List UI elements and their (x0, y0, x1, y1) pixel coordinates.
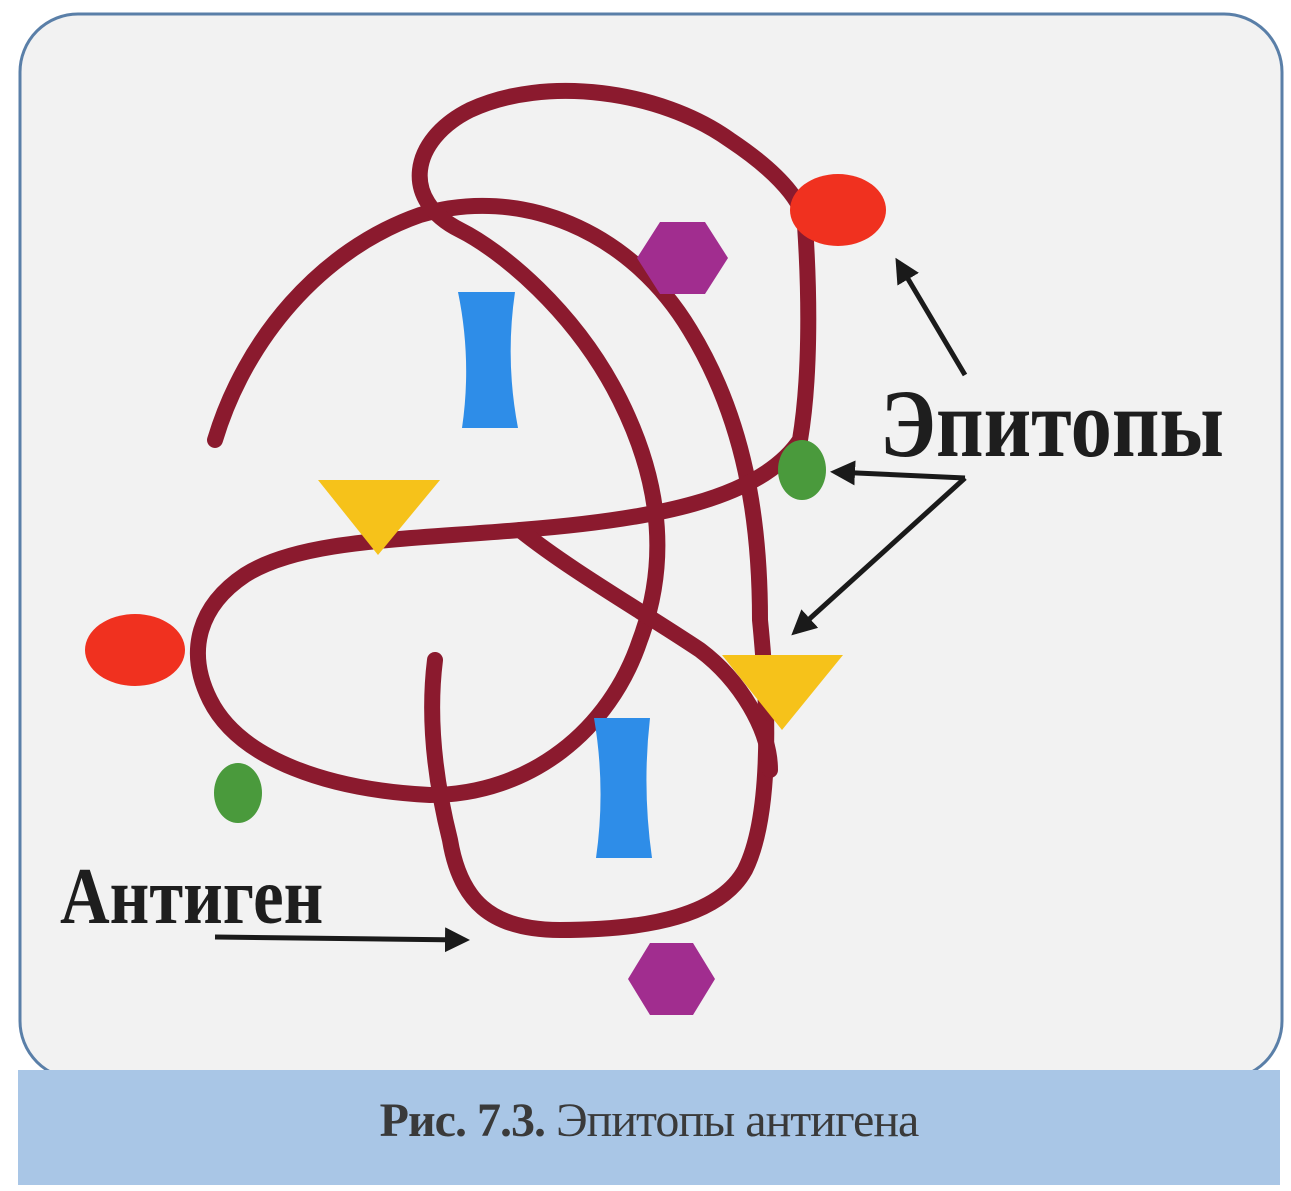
label-antigen: Антиген (60, 853, 324, 941)
epitope-triangle-top (318, 480, 440, 555)
arrow-to-triangle-epitope (791, 476, 967, 636)
epitope-green-left (214, 763, 262, 823)
antigen-chain-cross (512, 522, 778, 778)
epitope-blue-bottom (594, 718, 652, 858)
figure-caption: Рис. 7.3. Эпитопы антигена (18, 1093, 1280, 1148)
epitope-red-left (85, 614, 185, 686)
epitope-blue-top (458, 292, 518, 428)
epitope-red-top (790, 174, 886, 246)
arrow-to-red-epitope (895, 257, 968, 377)
antigen-chain-loop (189, 82, 817, 804)
epitope-hexagon-top (637, 222, 728, 294)
label-epitopes: Эпитопы (880, 370, 1224, 477)
arrow-to-antigen (214, 927, 470, 953)
epitope-triangle-right (722, 655, 843, 730)
caption-text: Эпитопы антигена (555, 1094, 919, 1147)
caption-bar (18, 1070, 1280, 1185)
epitope-green-right (778, 440, 826, 500)
arrow-to-green-epitope (830, 460, 966, 486)
epitope-hexagon-bottom (628, 943, 715, 1015)
caption-number: Рис. 7.3. (379, 1094, 546, 1147)
